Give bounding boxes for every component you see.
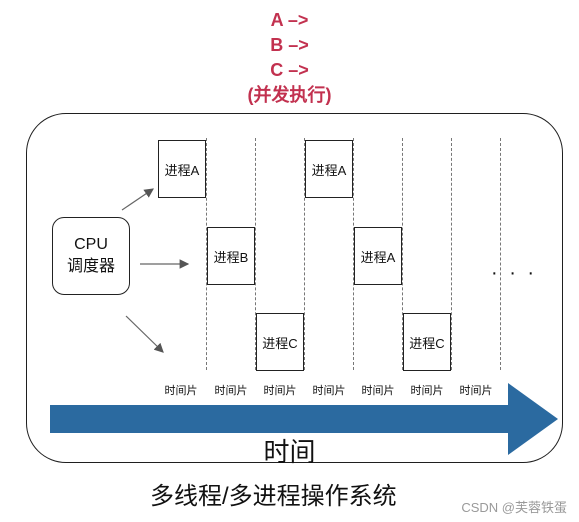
legend-line-concurrent: (并发执行)	[247, 85, 332, 105]
legend-line-c: C –>	[270, 60, 309, 80]
legend-line-a: A –>	[270, 10, 309, 30]
time-slice-label: 时间片	[164, 385, 198, 397]
process-label: 进程A	[360, 249, 396, 265]
source-watermark: CSDN @芙蓉铁蛋	[461, 500, 567, 515]
slice-divider	[206, 138, 207, 370]
process-box-c: 进程C	[256, 313, 304, 371]
diagram-caption: 多线程/多进程操作系统	[150, 483, 397, 510]
scheduler-label: 调度器	[66, 258, 115, 275]
process-label: 进程C	[262, 335, 298, 351]
time-slice-label: 时间片	[263, 385, 297, 397]
cpu-scheduler-box: CPU 调度器	[52, 217, 130, 295]
process-box-a: 进程A	[354, 227, 402, 285]
cpu-label: CPU	[74, 236, 108, 253]
time-slice-label: 时间片	[459, 385, 493, 397]
process-box-c: 进程C	[403, 313, 451, 371]
scheduler-arrow-bottom	[125, 315, 164, 353]
process-label: 进程A	[164, 162, 200, 178]
slice-divider	[500, 138, 501, 370]
slice-divider	[353, 138, 354, 370]
time-slice-label: 时间片	[312, 385, 346, 397]
slice-divider	[304, 138, 305, 370]
process-label: 进程C	[409, 335, 445, 351]
slice-divider	[451, 138, 452, 370]
legend-line-b: B –>	[270, 35, 309, 55]
continuation-ellipsis: · · ·	[491, 262, 538, 284]
time-slice-label: 时间片	[410, 385, 444, 397]
process-box-a: 进程A	[158, 140, 206, 198]
process-box-a: 进程A	[305, 140, 353, 198]
process-label: 进程A	[311, 162, 347, 178]
time-slice-label: 时间片	[214, 385, 248, 397]
concurrency-legend: A –> B –> C –> (并发执行)	[0, 8, 579, 108]
timeline-arrow	[50, 383, 558, 455]
time-slice-label: 时间片	[361, 385, 395, 397]
scheduler-arrow-top	[121, 188, 154, 211]
slice-divider	[402, 138, 403, 370]
slice-divider	[255, 138, 256, 370]
process-label: 进程B	[213, 249, 249, 265]
timeline-label: 时间	[263, 437, 316, 467]
process-box-b: 进程B	[207, 227, 255, 285]
